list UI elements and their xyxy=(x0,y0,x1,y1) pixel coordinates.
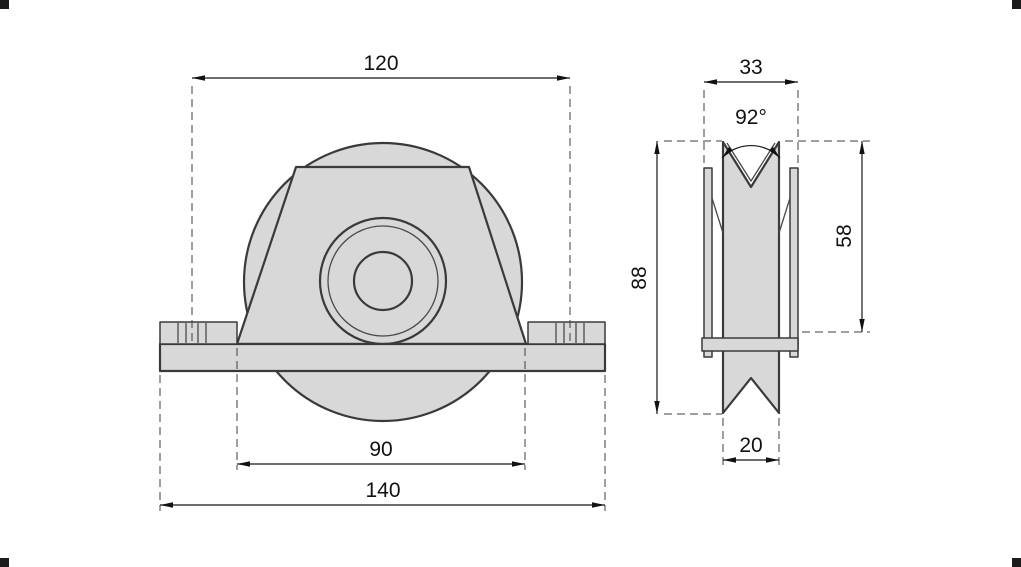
base-plate xyxy=(158,342,607,373)
corner-mark-bottom-left xyxy=(0,558,9,567)
corner-mark-top-left xyxy=(0,0,9,9)
dim-20-label: 20 xyxy=(739,434,762,457)
corner-mark-top-right xyxy=(1012,0,1021,9)
left-plate-tab xyxy=(711,197,724,234)
right-mounting-flange xyxy=(527,321,606,345)
wheel-side-profile xyxy=(721,140,781,415)
right-support-plate xyxy=(789,167,799,358)
right-plate-tab xyxy=(778,197,791,234)
dim-120-label: 120 xyxy=(363,52,398,75)
left-flange-slot-lines xyxy=(177,323,207,343)
right-flange-slot-lines xyxy=(555,323,585,343)
front-view: 120 90 140 xyxy=(158,52,607,511)
left-support-plate xyxy=(703,167,713,358)
dim-88-label: 88 xyxy=(628,266,651,289)
dim-33-label: 33 xyxy=(739,56,762,79)
dim-140-label: 140 xyxy=(365,479,400,502)
axle-bore-circle xyxy=(352,250,414,312)
axle-bolt-bar xyxy=(701,337,799,352)
groove-angle-label: 92° xyxy=(735,106,767,129)
dim-58-label: 58 xyxy=(833,224,856,247)
side-view: 33 92° 88 58 20 xyxy=(628,56,870,466)
groove-angle-arc xyxy=(721,145,781,159)
corner-mark-bottom-right xyxy=(1012,558,1021,567)
dim-90-label: 90 xyxy=(369,438,392,461)
hub-inner-ring xyxy=(327,225,439,337)
